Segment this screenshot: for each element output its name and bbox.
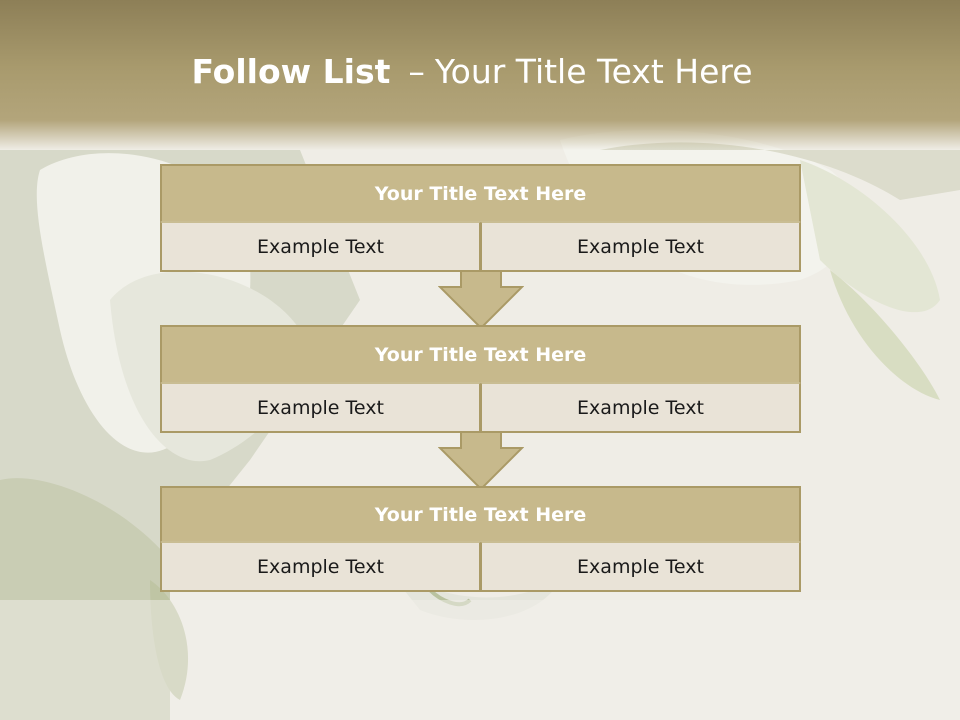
slide-title-bold: Follow List xyxy=(191,52,391,91)
block-1-right-cell: Example Text xyxy=(481,222,801,272)
follow-list-block-3: Your Title Text Here Example Text Exampl… xyxy=(160,486,801,592)
block-3-row: Example Text Example Text xyxy=(160,542,801,592)
block-1-row: Example Text Example Text xyxy=(160,222,801,272)
block-2-title: Your Title Text Here xyxy=(160,325,801,383)
block-2-row: Example Text Example Text xyxy=(160,383,801,433)
follow-list-block-2: Your Title Text Here Example Text Exampl… xyxy=(160,325,801,433)
slide-title: Follow List–Your Title Text Here xyxy=(0,52,944,91)
block-2-right-cell: Example Text xyxy=(481,383,801,433)
block-2-left-cell: Example Text xyxy=(160,383,481,433)
block-1-left-cell: Example Text xyxy=(160,222,481,272)
block-3-right-cell: Example Text xyxy=(481,542,801,592)
slide-title-rest: Your Title Text Here xyxy=(434,52,753,91)
down-arrow-icon-1 xyxy=(438,270,524,330)
slide-title-dash: – xyxy=(408,52,425,91)
block-3-title: Your Title Text Here xyxy=(160,486,801,542)
block-1-title: Your Title Text Here xyxy=(160,164,801,222)
follow-list-block-1: Your Title Text Here Example Text Exampl… xyxy=(160,164,801,272)
title-header-bar xyxy=(0,0,960,150)
down-arrow-icon-2 xyxy=(438,431,524,491)
block-3-left-cell: Example Text xyxy=(160,542,481,592)
